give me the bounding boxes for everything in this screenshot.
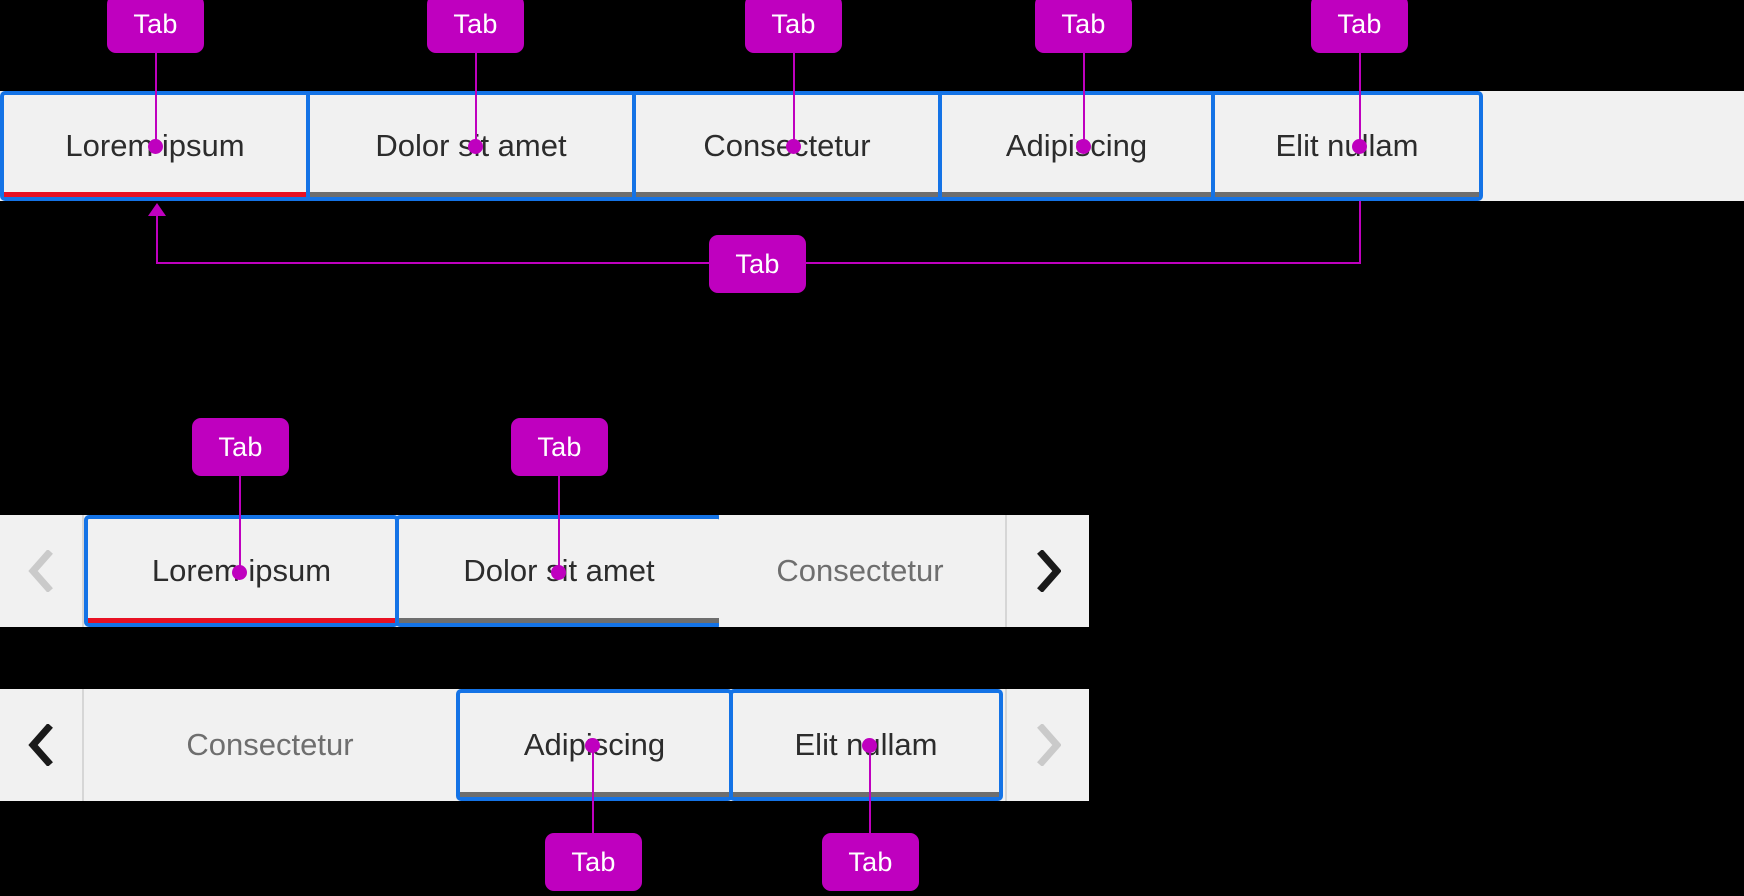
callout-anchor-dot xyxy=(232,565,247,580)
tab-label: Elit nullam xyxy=(1275,128,1419,163)
callout-badge-tab-3: Tab xyxy=(745,0,842,53)
tab-consectetur[interactable]: Consectetur xyxy=(84,689,456,801)
callout-anchor-dot xyxy=(1352,139,1367,154)
callout-anchor-dot xyxy=(862,738,877,753)
callout-leader-line xyxy=(156,215,158,263)
callout-leader-line xyxy=(239,455,241,572)
chevron-right-icon xyxy=(1037,550,1061,592)
callout-badge-tab-2: Tab xyxy=(427,0,524,53)
chevron-left-icon xyxy=(28,724,53,766)
scroll-next-button-disabled[interactable] xyxy=(1005,689,1089,801)
callout-badge-tab-5: Tab xyxy=(1311,0,1408,53)
callout-anchor-dot xyxy=(551,565,566,580)
tablist-scroll-start: Lorem ipsum Dolor sit amet Consectetur xyxy=(0,515,1089,627)
scroll-prev-button[interactable] xyxy=(0,689,84,801)
tab-label: Consectetur xyxy=(186,727,354,762)
callout-anchor-dot xyxy=(468,139,483,154)
callout-badge-tab-8: Tab xyxy=(545,833,642,891)
tab-label: Consectetur xyxy=(776,553,944,588)
callout-anchor-dot xyxy=(585,738,600,753)
callout-anchor-dot xyxy=(786,139,801,154)
chevron-left-icon xyxy=(28,550,53,592)
tablist-scroll-end: Consectetur Adipiscing Elit nullam xyxy=(0,689,1089,801)
callout-badge-tab-4: Tab xyxy=(1035,0,1132,53)
tablist-full: Lorem ipsum Dolor sit amet Consectetur A… xyxy=(0,91,1744,201)
callout-leader-line xyxy=(1359,201,1361,264)
callout-anchor-dot xyxy=(1076,139,1091,154)
chevron-right-icon xyxy=(1037,724,1061,766)
tab-consectetur[interactable]: Consectetur xyxy=(719,515,1001,627)
callout-badge-tab-7: Tab xyxy=(511,418,608,476)
callout-leader-line xyxy=(592,745,594,855)
callout-leader-line xyxy=(869,745,871,855)
callout-badge-tab-1: Tab xyxy=(107,0,204,53)
callout-badge-tab-9: Tab xyxy=(822,833,919,891)
callout-anchor-dot xyxy=(148,139,163,154)
callout-leader-line xyxy=(155,52,157,147)
callout-leader-line xyxy=(1359,52,1361,147)
callout-badge-tab-6: Tab xyxy=(192,418,289,476)
callout-leader-line xyxy=(1083,52,1085,147)
tablist-full-tabs: Lorem ipsum Dolor sit amet Consectetur A… xyxy=(0,91,1483,201)
scroll-prev-button-disabled[interactable] xyxy=(0,515,84,627)
tablist-scroll-viewport: Lorem ipsum Dolor sit amet Consectetur xyxy=(84,515,1005,627)
callout-leader-line xyxy=(475,52,477,147)
callout-leader-line xyxy=(558,455,560,572)
callout-leader-line xyxy=(793,52,795,147)
callout-badge-tablist: Tab xyxy=(709,235,806,293)
scroll-next-button[interactable] xyxy=(1005,515,1089,627)
tab-elit-nullam[interactable]: Elit nullam xyxy=(1211,91,1483,201)
callout-arrow-head xyxy=(148,203,166,216)
